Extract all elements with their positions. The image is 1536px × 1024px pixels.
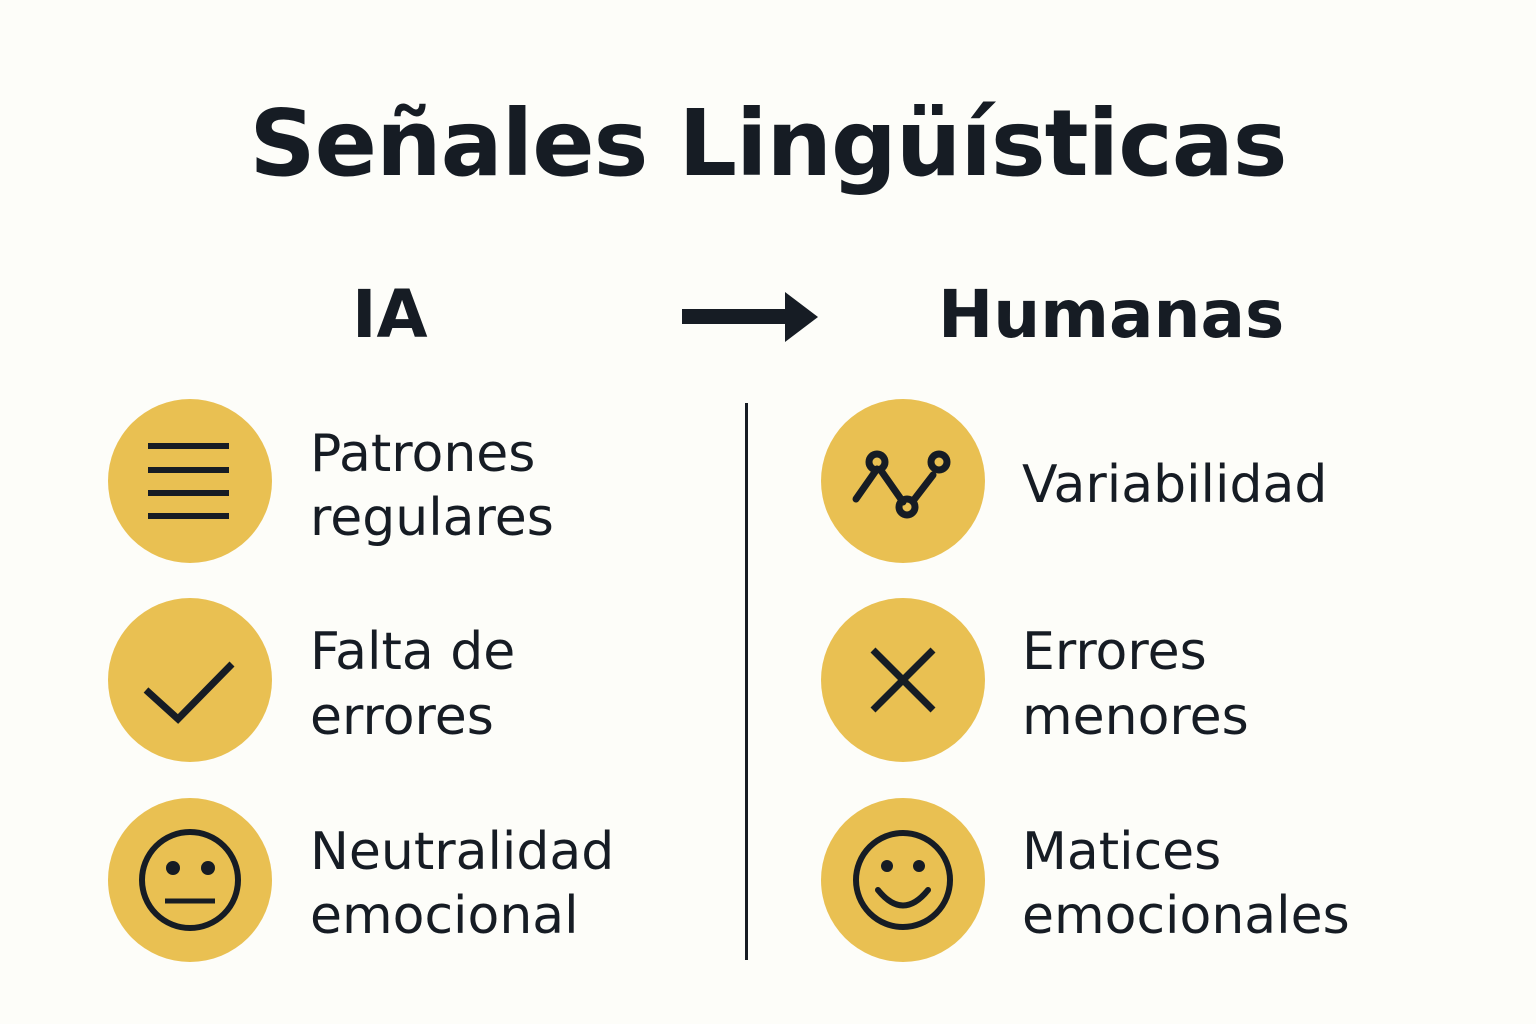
item-label: Errores — [1022, 622, 1207, 682]
column-heading-ia: IA — [352, 276, 428, 353]
item-label: emocional — [310, 886, 579, 946]
page-title: Señales Lingüísticas — [249, 90, 1287, 197]
line-chart-icon — [821, 399, 985, 563]
item-label: emocionales — [1022, 886, 1350, 946]
smiley-face-icon — [821, 798, 985, 962]
item-label: menores — [1022, 687, 1249, 747]
x-mark-icon — [821, 598, 985, 762]
neutral-face-icon — [108, 798, 272, 962]
column-heading-humanas: Humanas — [938, 276, 1285, 353]
item-label: errores — [310, 687, 494, 747]
item-label: Patrones — [310, 424, 536, 484]
arrow-right-icon — [682, 292, 818, 342]
item-label: Neutralidad — [310, 822, 615, 882]
checkmark-icon — [108, 598, 272, 762]
lines-icon — [108, 399, 272, 563]
item-label: Falta de — [310, 622, 516, 682]
item-label: regulares — [310, 488, 554, 548]
item-label: Variabilidad — [1022, 455, 1328, 515]
item-label: Matices — [1022, 822, 1222, 882]
column-divider — [745, 403, 748, 960]
